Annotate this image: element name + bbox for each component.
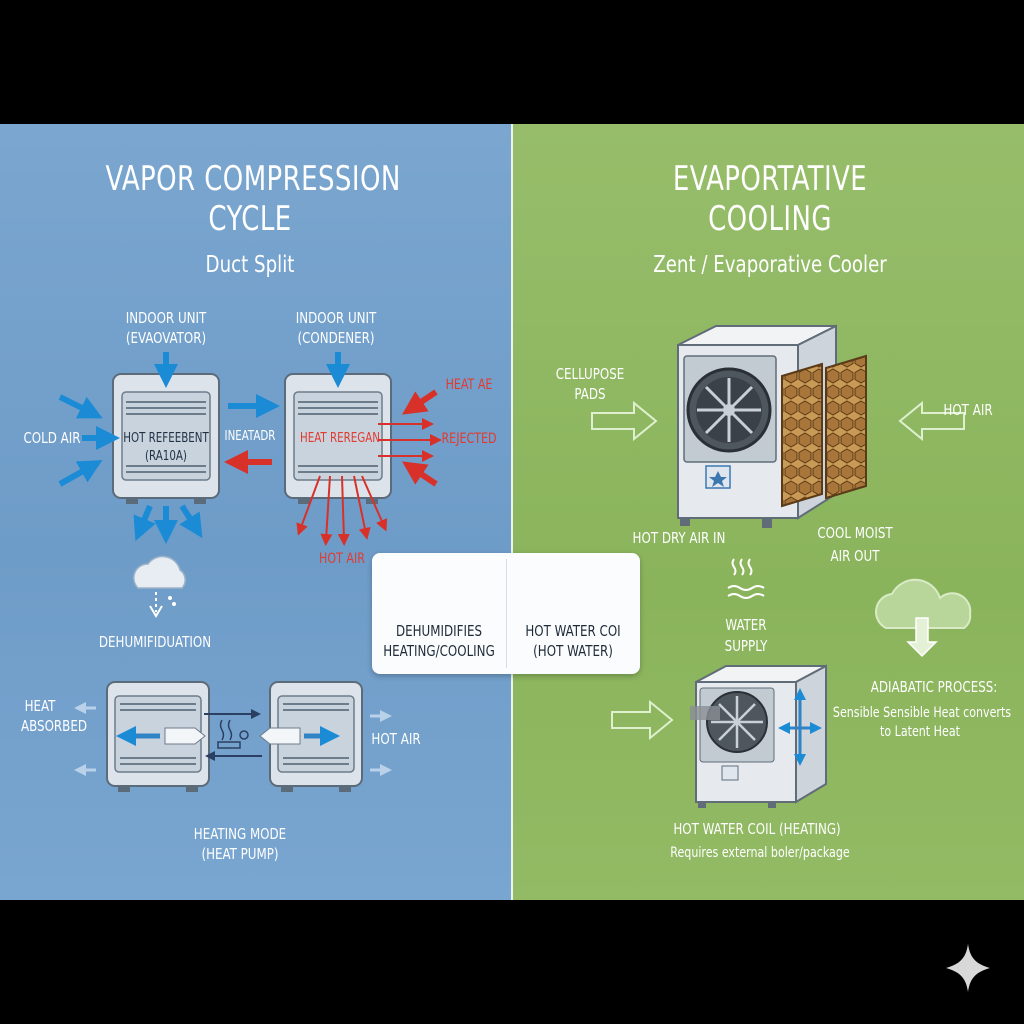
left-title-line1: VAPOR COMPRESSION (105, 159, 401, 199)
coil-title: HOT WATER COIL (HEATING) (673, 820, 841, 838)
pads-label-2: PADS (574, 385, 606, 403)
heating-mode-label-2: (HEAT PUMP) (201, 845, 279, 863)
heat-absorbed-label-2: ABSORBED (21, 717, 87, 735)
center-separator (506, 559, 507, 668)
rejected-heat-arrows (296, 418, 442, 546)
hot-water-line1: HOT WATER COI (525, 622, 621, 640)
right-title-line2: COOLING (708, 199, 832, 239)
left-subtitle: Duct Split (205, 252, 295, 278)
condenser-inner-label: HEAT REREGAN (300, 431, 380, 446)
air-flow-hollow-arrows (591, 400, 965, 741)
hot-air-red-label: HOT AIR (319, 551, 365, 567)
adiabatic-title: ADIABATIC PROCESS: (870, 678, 998, 696)
dehumidifies-panel: DEHUMIDIFIES HEATING/COOLING (372, 553, 506, 674)
water-waves-icon (727, 558, 765, 599)
shared-features-box: DEHUMIDIFIES HEATING/COOLING HOT WATER C… (372, 553, 640, 674)
cool-moist-label-1: COOL MOIST (817, 524, 893, 542)
right-title-line1: EVAPORTATIVE (672, 159, 868, 199)
hot-dry-air-label: HOT DRY AIR IN (632, 529, 726, 547)
cool-moist-label-2: AIR OUT (830, 547, 880, 565)
hot-water-panel: HOT WATER COI (HOT WATER) (506, 553, 640, 674)
condenser-unit (284, 373, 392, 504)
dehumidifies-line1: DEHUMIDIFIES (395, 622, 483, 640)
hot-water-coil-unit (690, 664, 827, 808)
evaporator-inner-label-1: HOT REFEEBENT (123, 431, 209, 446)
heat-pump-unit-left (106, 681, 210, 792)
evaporator-inner-label-2: (RA10A) (145, 449, 187, 464)
evaporative-cooler-unit (677, 324, 867, 528)
heat-pump-flow-arrows (204, 709, 262, 761)
heating-coil-icon (217, 719, 249, 749)
right-subtitle: Zent / Evaporative Cooler (653, 252, 887, 278)
dehumidifies-line2: HEATING/COOLING (383, 642, 495, 661)
adiabatic-cloud-icon (875, 578, 972, 658)
mid-transfer-label: INEATADR (224, 429, 276, 444)
rejected-label: REJECTED (441, 431, 497, 447)
water-supply-label-1: WATER (725, 616, 767, 634)
adiabatic-line-2: to Latent Heat (880, 724, 960, 740)
cold-air-label: COLD AIR (23, 429, 81, 447)
adiabatic-line-1: Sensible Sensible Heat converts (832, 705, 1012, 721)
panel-divider (511, 124, 513, 900)
coil-subtitle: Requires external boler/package (670, 845, 850, 861)
heat-pump-unit-right (259, 681, 363, 792)
hot-air-right-label: HOT AIR (943, 401, 993, 419)
evaporator-unit (112, 373, 220, 504)
heat-absorbed-label-1: HEAT (24, 697, 56, 715)
hot-air-label: HOT AIR (371, 730, 421, 748)
hot-water-line2: (HOT WATER) (533, 642, 613, 661)
condenser-label-2: (CONDENER) (297, 329, 375, 347)
heating-mode-label-1: HEATING MODE (193, 825, 287, 843)
condenser-label-1: INDOOR UNIT (295, 309, 377, 327)
pads-label-1: CELLUPOSE (555, 365, 625, 383)
water-supply-label-2: SUPPLY (724, 637, 768, 655)
sparkle-icon (946, 944, 990, 992)
heat-ae-label: HEAT AE (445, 377, 493, 393)
evaporator-label-1: INDOOR UNIT (125, 309, 207, 327)
left-title-line2: CYCLE (208, 199, 292, 239)
pale-air-arrows (74, 702, 392, 776)
dehumidification-label: DEHUMIFIDUATION (98, 633, 212, 651)
rain-cloud-icon (133, 555, 186, 618)
hot-air-arrows (224, 389, 438, 487)
cold-air-arrows (58, 352, 350, 544)
evaporator-label-2: (EVAOVATOR) (125, 329, 207, 347)
